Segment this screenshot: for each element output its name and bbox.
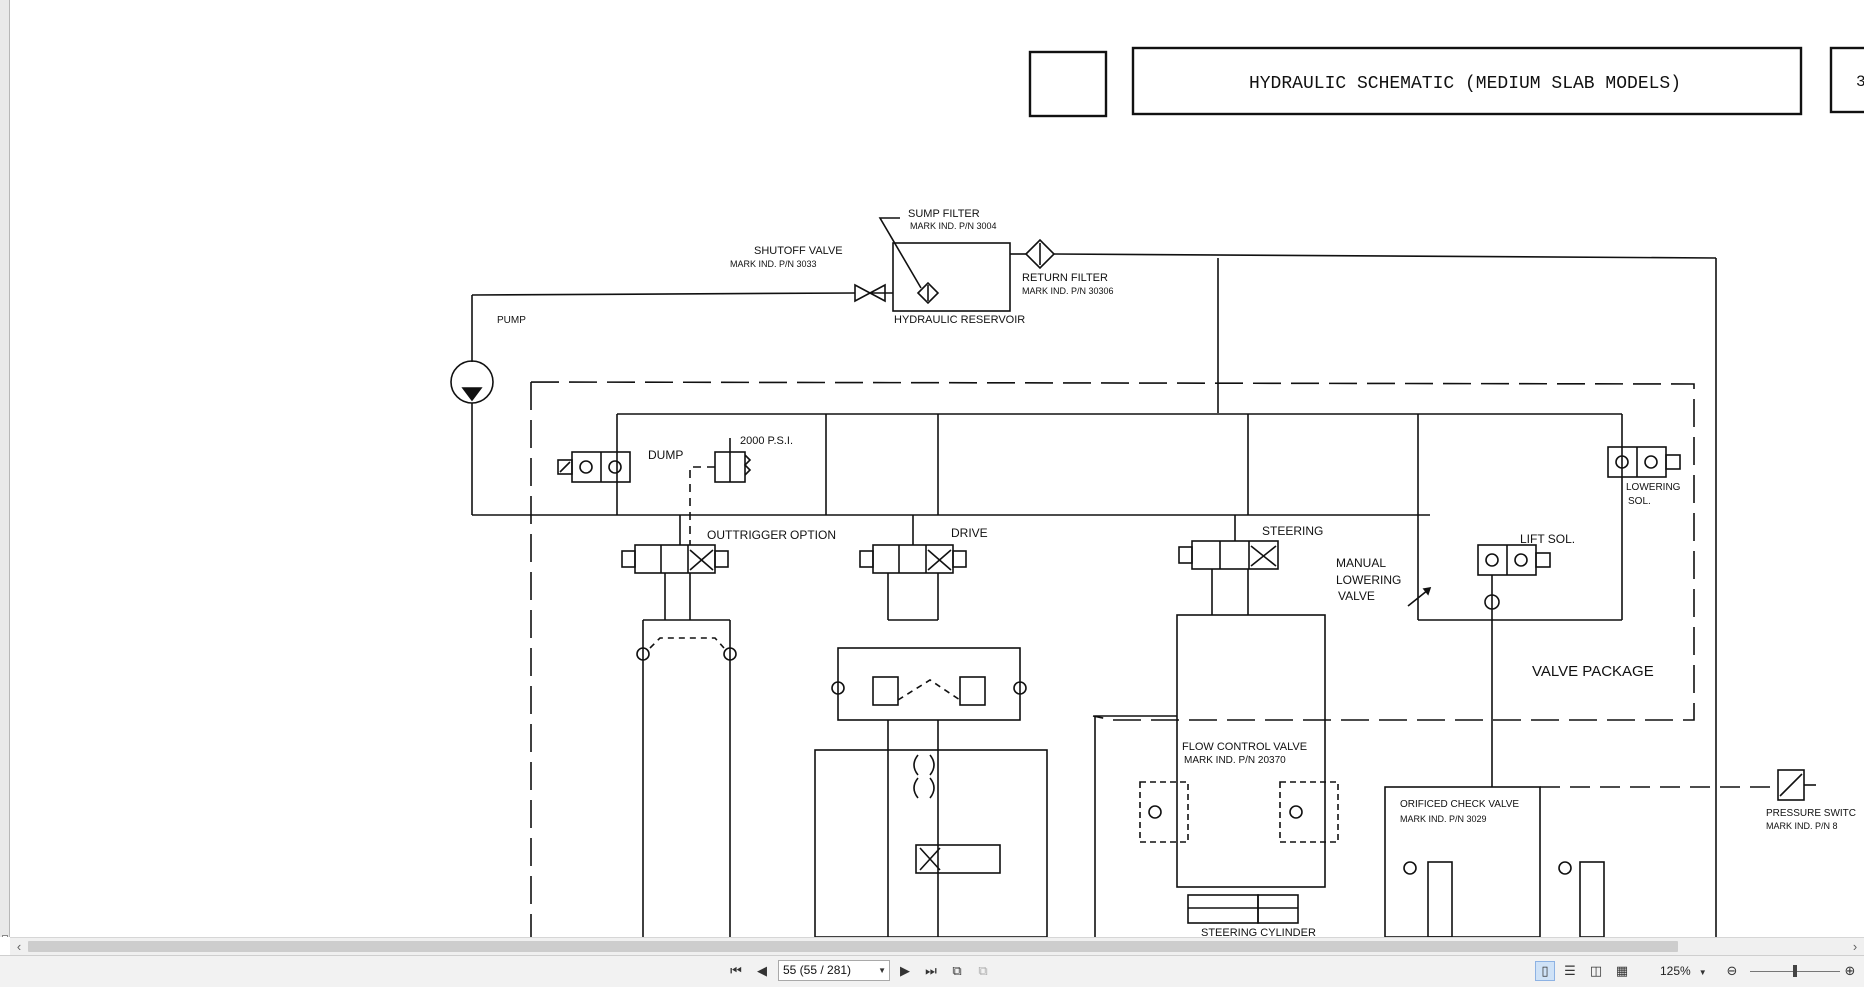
hydraulic-reservoir (892, 242, 1011, 312)
prev-view-icon[interactable]: ⧉ (952, 963, 962, 979)
page-number-field[interactable]: 55 (55 / 281) ▼ (778, 960, 890, 981)
lowering-sol-label-2: SOL. (1628, 496, 1651, 507)
outtrigger-label: OUTTRIGGER (707, 528, 787, 542)
flow-control-valve-left (1139, 781, 1189, 843)
title-block (1131, 46, 1803, 116)
shutoff-valve (854, 283, 872, 303)
zoom-select[interactable]: 125% ▼ (1660, 961, 1710, 981)
last-page-icon[interactable]: ⏭ (925, 963, 937, 979)
horizontal-scrollbar[interactable]: ‹ › (10, 937, 1864, 956)
flow-control-valve-right (1279, 781, 1339, 843)
facing-icon[interactable]: ◫ (1589, 963, 1603, 979)
title-clipped-text: 3 (1856, 73, 1864, 91)
continuous-facing-icon[interactable]: ▦ (1615, 963, 1629, 979)
drive-directional-valve (915, 844, 1001, 874)
document-page: HYDRAULIC SCHEMATIC (MEDIUM SLAB MODELS)… (10, 0, 1864, 937)
drive-label: DRIVE (951, 526, 988, 540)
page-number-text: 55 (55 / 281) (783, 963, 852, 977)
option-label: OPTION (790, 528, 836, 542)
valve-package-boundary (530, 381, 1695, 937)
shutoff-valve-label: SHUTOFF VALVE (754, 245, 843, 257)
return-filter-label: RETURN FILTER (1022, 272, 1108, 284)
shutoff-valve-pn: MARK IND. P/N 3033 (730, 259, 817, 269)
zoom-in-icon[interactable]: ⊕ (1844, 963, 1856, 979)
title-block-right (1829, 46, 1864, 114)
sump-filter-symbol (916, 281, 940, 305)
pump-label: PUMP (497, 315, 526, 326)
zoom-slider-handle[interactable] (1793, 965, 1797, 977)
lift-sol-label: LIFT SOL. (1520, 532, 1575, 546)
title-block-left (1028, 50, 1108, 118)
steering-label: STEERING (1262, 524, 1323, 538)
single-page-icon[interactable]: ▯ (1535, 961, 1555, 981)
document-viewer: HYDRAULIC SCHEMATIC (MEDIUM SLAB MODELS)… (0, 0, 1864, 937)
scroll-right-icon[interactable]: › (1852, 939, 1858, 954)
manual-lowering-label-2: LOWERING (1336, 573, 1401, 587)
next-page-icon[interactable]: ▶ (900, 963, 910, 979)
flow-control-label: FLOW CONTROL VALVE (1182, 741, 1307, 753)
return-filter-pn: MARK IND. P/N 30306 (1022, 286, 1114, 296)
prev-page-icon[interactable]: ◀ (757, 963, 767, 979)
lowering-sol-label: LOWERING (1626, 482, 1681, 493)
drive-check-valve-left (872, 676, 899, 706)
sump-filter-label: SUMP FILTER (908, 208, 980, 220)
pressure-switch-pn: MARK IND. P/N 8 (1766, 821, 1838, 831)
scroll-thumb[interactable] (28, 941, 1678, 952)
manual-lowering-valve (1407, 589, 1429, 607)
manual-lowering-label-3: VALVE (1338, 589, 1375, 603)
orificed-check-label: ORIFICED CHECK VALVE (1400, 799, 1519, 810)
hydraulic-schematic: HYDRAULIC SCHEMATIC (MEDIUM SLAB MODELS)… (450, 46, 1864, 937)
steering-cylinder (1187, 894, 1259, 924)
continuous-icon[interactable]: ☰ (1564, 963, 1576, 979)
dump-label: DUMP (648, 448, 683, 462)
flow-control-pn: MARK IND. P/N 20370 (1184, 755, 1286, 766)
psi-label: 2000 P.S.I. (740, 435, 793, 447)
chevron-down-icon[interactable]: ▼ (878, 966, 886, 975)
drive-check-valve-right (959, 676, 986, 706)
manual-lowering-label-1: MANUAL (1336, 556, 1386, 570)
scroll-left-icon[interactable]: ‹ (16, 939, 22, 954)
steering-cylinder-label: STEERING CYLINDER (1201, 927, 1316, 937)
first-page-icon[interactable]: ⏮ (730, 963, 742, 979)
schematic-title: HYDRAULIC SCHEMATIC (MEDIUM SLAB MODELS) (1249, 74, 1681, 94)
left-panel-edge[interactable] (0, 0, 10, 937)
orificed-check-pn: MARK IND. P/N 3029 (1400, 814, 1487, 824)
next-view-icon[interactable]: ⧉ (978, 963, 988, 979)
bottom-toolbar: ⏮ ◀ 55 (55 / 281) ▼ ▶ ⏭ ⧉ ⧉ ▯ ☰ ◫ ▦ 125%… (0, 955, 1864, 987)
zoom-value: 125% (1660, 964, 1691, 978)
pressure-switch-label: PRESSURE SWITC (1766, 808, 1856, 819)
zoom-out-icon[interactable]: ⊖ (1726, 963, 1738, 979)
valve-package-label: VALVE PACKAGE (1532, 663, 1654, 680)
reservoir-label: HYDRAULIC RESERVOIR (894, 314, 1025, 326)
sump-filter-pn: MARK IND. P/N 3004 (910, 221, 997, 231)
chevron-down-icon[interactable]: ▼ (1698, 968, 1707, 977)
